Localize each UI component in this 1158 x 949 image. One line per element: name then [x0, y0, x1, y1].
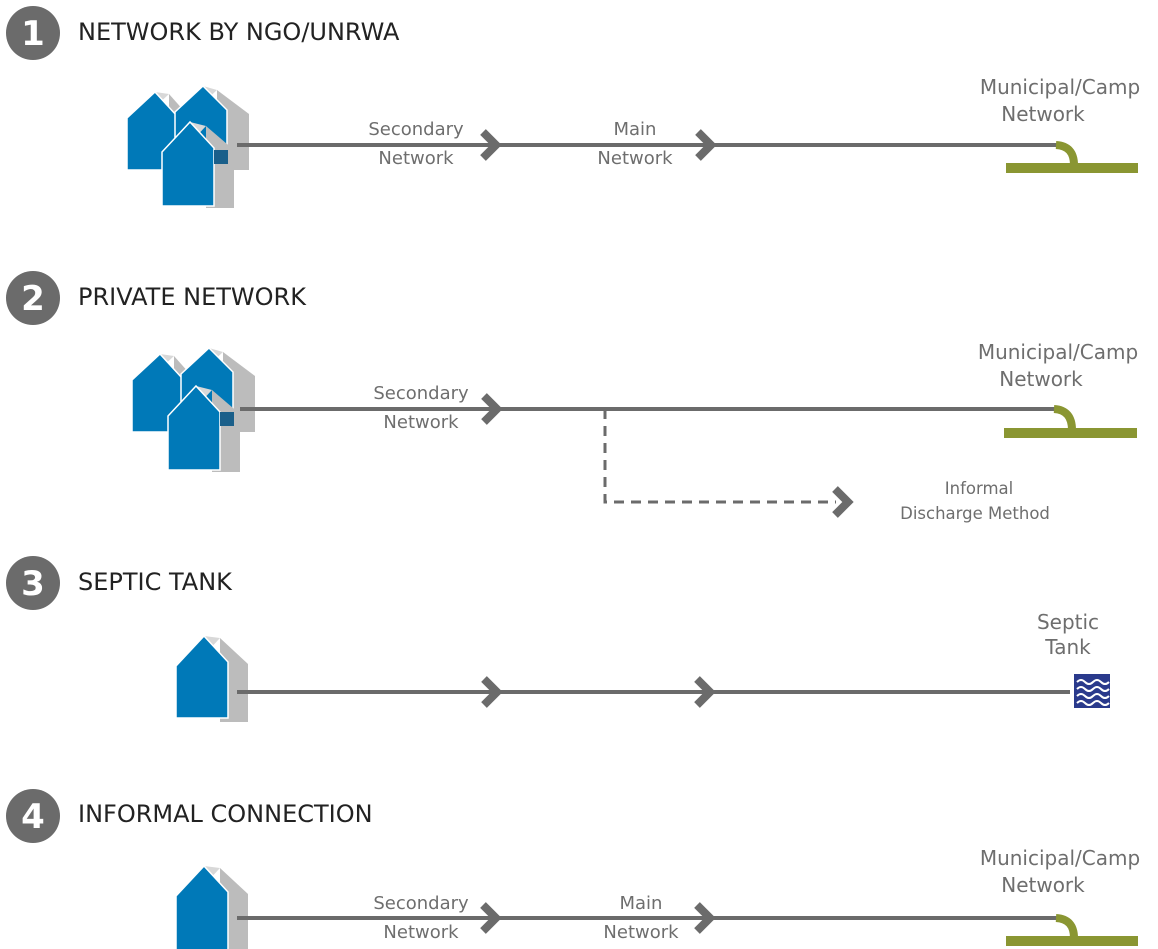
municipal-pipe-icon [1004, 405, 1137, 438]
secondary-network-label: Secondary [373, 383, 469, 404]
flow-arrow-icon [480, 902, 502, 934]
house-cluster-icon [131, 346, 255, 472]
section-badge: 4 [6, 789, 60, 843]
house-icon [175, 634, 248, 722]
secondary-network-label: Secondary [373, 893, 469, 914]
svg-text:1: 1 [21, 14, 45, 54]
destination-label: Network [1001, 873, 1085, 897]
section-1: 1 NETWORK BY NGO/UNRWA Seco [6, 6, 1140, 208]
destination-label: Tank [1044, 635, 1091, 659]
flow-arrow-icon [481, 676, 503, 708]
destination-label: Municipal/Camp [980, 846, 1140, 870]
section-badge: 2 [6, 271, 60, 325]
section-4: 4 INFORMAL CONNECTION Secondary Network … [6, 789, 1140, 949]
informal-discharge-dashed-line [603, 409, 836, 504]
main-network-label: Network [597, 148, 673, 169]
destination-label: Network [999, 367, 1083, 391]
svg-text:4: 4 [21, 797, 45, 837]
secondary-network-label: Network [383, 922, 459, 943]
section-badge: 1 [6, 6, 60, 60]
section-2: 2 PRIVATE NETWORK Sec [6, 271, 1138, 523]
informal-discharge-label: Informal [945, 479, 1014, 498]
section-badge: 3 [6, 556, 60, 610]
main-network-label: Main [620, 893, 663, 914]
section-title: INFORMAL CONNECTION [78, 800, 373, 828]
flow-arrow-icon [694, 902, 716, 934]
section-title: PRIVATE NETWORK [78, 283, 307, 311]
municipal-pipe-icon [1006, 141, 1138, 173]
section-title: NETWORK BY NGO/UNRWA [78, 18, 400, 46]
informal-discharge-label: Discharge Method [900, 504, 1050, 523]
main-network-label: Main [614, 119, 657, 140]
flow-arrow-icon [694, 676, 716, 708]
secondary-network-label: Secondary [368, 119, 464, 140]
svg-text:3: 3 [21, 564, 45, 604]
svg-text:2: 2 [21, 279, 45, 319]
house-cluster-icon [126, 84, 249, 208]
municipal-pipe-icon [1006, 914, 1138, 946]
section-title: SEPTIC TANK [78, 568, 233, 596]
flow-arrow-icon [832, 486, 854, 518]
flow-arrow-icon [481, 393, 503, 425]
destination-label: Network [1001, 102, 1085, 126]
destination-label: Septic [1037, 610, 1099, 634]
house-icon [175, 864, 248, 949]
flow-arrow-icon [480, 129, 502, 161]
septic-tank-icon [1074, 674, 1110, 708]
destination-label: Municipal/Camp [980, 75, 1140, 99]
destination-label: Municipal/Camp [978, 340, 1138, 364]
main-network-label: Network [603, 922, 679, 943]
flow-arrow-icon [695, 129, 717, 161]
secondary-network-label: Network [383, 412, 459, 433]
secondary-network-label: Network [378, 148, 454, 169]
section-3: 3 SEPTIC TANK Septic Tank [6, 556, 1110, 722]
